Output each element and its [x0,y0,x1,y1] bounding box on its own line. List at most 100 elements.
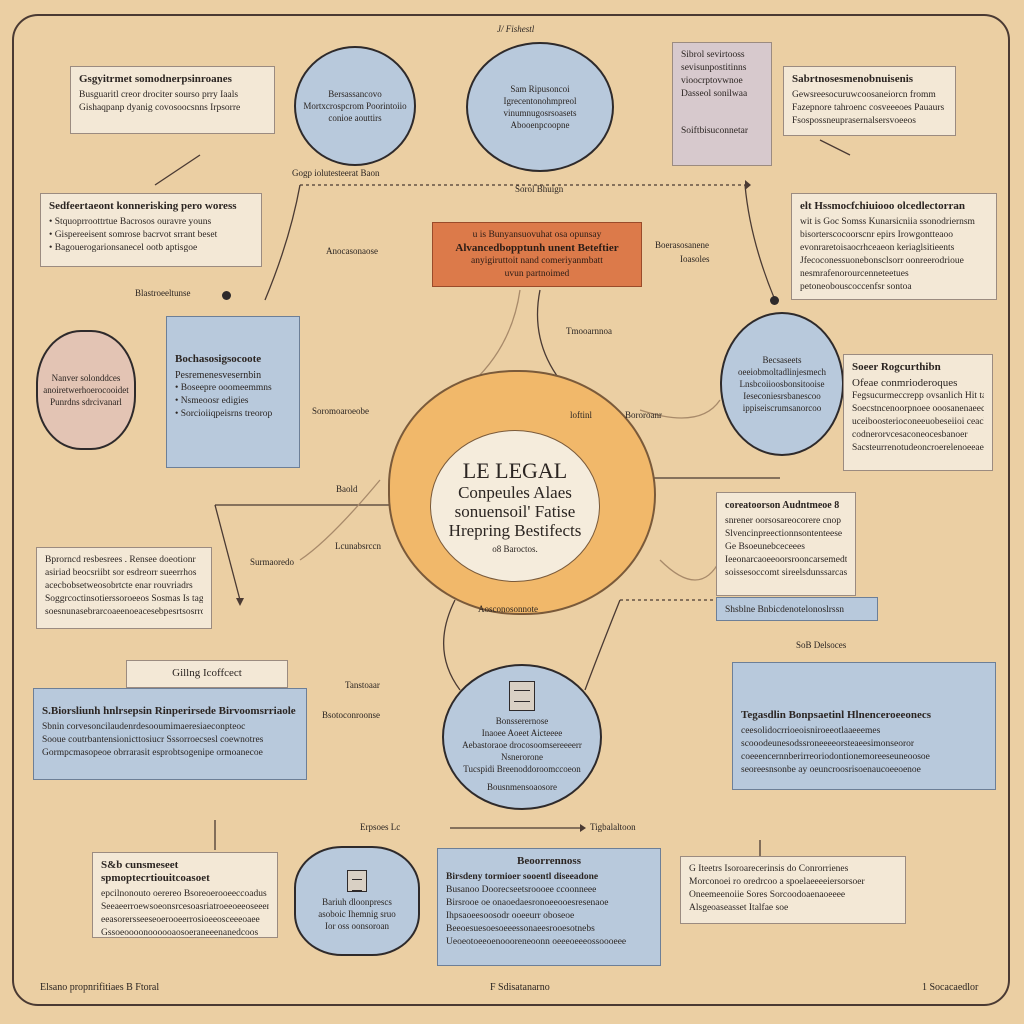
box-line: • Bagouerogarionsanecel ootb aptisgoe [49,243,198,253]
node-line: conioe aouttirs [328,113,382,123]
box-line: Soecstncenoorpnoee ooosanenaeecuetcn B [852,404,984,414]
box-subtitle: Pesremenesvesernbin [175,370,262,381]
box-line: asiriad beocsriibt sor esdreorr sueerrho… [45,568,197,578]
node-circle-bottom: Bonsserernose Inaoee Aoeet Aicteeee Aeba… [442,664,602,810]
box-left-blue: Bochasosigsocoote Pesremenesvesernbin • … [166,316,300,468]
node-line: Ieseconiesrsbanescoo [743,391,821,401]
label-h: Erpsoes Lc [360,822,401,832]
label-j: Anocasonaose [326,246,378,256]
hub-note: o8 Baroctos. [492,543,538,554]
box-top-left-title: Gsgyitrmet somodnerpsinroanes [79,73,232,85]
node-line: oeeiobmoltadlinjesmech [738,367,826,377]
label-m: Tmooarnnoa [566,326,612,336]
box-line: scooodeunesodssroneeeeorsteaeesimonseoro… [741,739,915,749]
box-line: Ihpsaoeesoosodr ooeeurr oboseoe [446,911,575,921]
box-top-left-line: Busguaritl creor drociter sourso prry Ia… [79,90,239,100]
box-line: Fsospossneuprasernalsersvoeeos [792,116,917,126]
box-line: Slvencinpreectionnsontenteese [725,529,843,539]
label-o: Bororoanr [625,410,662,420]
box-line: Gormpcmasopeoe obrrarasit esprobtsogenip… [42,748,263,758]
box-bottom-row-1: S&b cunsmeseet spmoptecrtiouitcoasoet ep… [92,852,278,938]
node-circle-bottom-row: Bariuh dloonprescs asoboic Ihemnig sruo … [294,846,420,956]
box-bottom-left-title: S.Biorsliunh hnlrsepsin Rinperirsede Bir… [42,705,296,717]
box-line: epcilnonouto oerereo Bsoreoerooeeccoadus [101,889,267,899]
label-k: Boerasosanene [655,240,709,250]
label-f: SoB Delsoces [796,640,847,650]
box-line: Sbnin corvesoncilaudenrdesooumimaeresiae… [42,722,246,732]
box-line: Fegsucurmeccrepp ovsanlich Hit tasr [852,391,984,401]
box-line: Sooue coutrbantensionicttosiucr Sssorroe… [42,735,264,745]
box-line: Soggrcoctinsotierssoroeeos Sosmas Is tag… [45,594,203,604]
central-hub-label: LE LEGAL Conpeules Alaes sonuensoil' Fat… [430,430,600,582]
label-i: Tigbalaltoon [590,822,636,832]
node-circle-right: Becsaseets oeeiobmoltadlinjesmech Lnsbco… [720,312,844,456]
highlight-line: uvun partnoimed [504,269,570,279]
hub-line: LE LEGAL [462,457,568,483]
node-line: Lnsbcoiioosbonsitooise [739,379,825,389]
box-line: • Boseepre ooomeemmns [175,383,272,393]
label-e: Tanstoaar [345,680,380,690]
box-far-right: Soeer Rogcurthibn Ofeae conmrioderoques … [843,354,993,471]
tab-label: Gillng Icoffcect [172,667,242,679]
doc-line: Soiftbisuconnetar [681,126,749,136]
box-line: • Stquoprroottrtue Bacrosos ouravre youn… [49,217,212,227]
node-line: ippiseiscrumsanorcoo [742,403,822,413]
box-line: Seeaeerroewsoeonsrcesoasriatroeeoeeoseee… [101,902,269,912]
box-line: wit is Goc Somss Kunarsicniia ssonodrier… [800,217,975,227]
box-line: petoneobouscoccenfsr sontoa [800,282,912,292]
header-mark: J/ Fishestl [497,24,535,34]
box-line: Ueoeotoeeoenoooreneoonn oeeeoeeeossoooee… [446,937,627,947]
box-line: G Iteetrs Isoroarecerinsis do Conrorrien… [689,864,849,874]
highlight-title: Alvancedbopptunh unent Beteftier [455,242,619,254]
box-line: snrener oorsosareocorere cnop [725,516,842,526]
node-line: Inaoee Aoeet Aicteeee [481,728,563,738]
doc-line: vioocrptovwnoe [681,76,743,86]
hub-line: Conpeules Alaes [458,482,572,502]
box-left-blue-title: Bochasosigsocoote [175,353,262,365]
outer-frame [12,14,1010,1006]
box-line: Morconoei ro oredrcoo a spoelaeeeeiersor… [689,877,865,887]
box-line: Ge Bsoeunebceceees [725,542,805,552]
node-line: Aebastoraoe drocosoomsereeeerr [462,740,582,750]
label-a: Gogp iolutesteerat Baon [292,168,380,178]
node-line: Nanver solonddces [51,373,121,383]
box-bottom-right: Tegasdlin Bonpsaetinl Hlnenceroeeonecs c… [732,662,996,790]
box-line: coeeencernnberirreoriodontionemoreeseune… [741,752,930,762]
box-line: Gssoeoooonoooooaosoeraneeenanedcoos [101,928,259,938]
document-icon [509,681,535,711]
box-top-left-line: Gishaqpanp dyanig covosoocsnns Irpsorre [79,103,241,113]
footer-center: F Sdisatanarno [490,982,550,993]
box-subtitle: Birsdeny tormioer sooentl diseeadone [446,872,599,882]
box-line: Jfecoconessuonebonsclsorr oonreerodrioue [800,256,964,266]
box-line: eeasorersseeseoerooeerrosioeeosceeeoaee [101,915,260,925]
node-dot [770,296,779,305]
box-right-middle-title: coreatoorson Audntmeoe 8 [725,500,840,511]
node-line: anoiretwerhoerocooidet [43,385,129,395]
box-line: soissesoccomt sireelsdunssarcasich [725,568,847,578]
box-line: Busanoo Doorecseetsroooee ccoonneee [446,885,597,895]
node-dot [222,291,231,300]
box-line: Beeoesuesoesoeeessonaeesrooesotnebs [446,924,595,934]
doc-line: Dasseol sonilwaa [681,89,748,99]
highlight-box: u is Bunyansuovuhat osa opunsay Alvanced… [432,222,642,287]
box-line: Bprorncd resbesrees . Rensee doeotionr [45,555,196,565]
node-circle-left: Nanver solonddces anoiretwerhoerocooidet… [36,330,136,450]
box-line: Ieeonarcaoeeoorsrooncarsemedtos [725,555,847,565]
label-n: loftinl [570,410,592,420]
box-left-title: Sedfeertaeont konnerisking pero woress [49,200,237,212]
label-r: Aosconosonnote [478,604,538,614]
node-line: Nsnerorone [501,752,543,762]
node-line: Becsaseets [762,355,802,365]
node-line: Bonsserernose [495,716,549,726]
label-b: Sorol Bhuign [515,184,564,194]
node-line: Sam Ripusoncoi [510,84,570,94]
node-line: Punrdns sdrcivanarl [50,397,122,407]
node-line: Abooenpcoopne [510,120,570,130]
box-line: bisorterscocoorscnr epirs Irowgontteaoo [800,230,954,240]
doc-line: Sibrol sevirtooss [681,50,745,60]
building-icon [347,870,367,892]
box-line: ceesolidocrrioeoisniroeeotlaaeeemes [741,726,881,736]
node-line: Tucspidi Breenoddoroomccoeon [463,764,581,774]
box-bottom-row-1-title: S&b cunsmeseet spmoptecrtiouitcoasoet [101,859,210,884]
box-line: uceiboosterioconeeuobeseiioi ceachoo [852,417,984,427]
